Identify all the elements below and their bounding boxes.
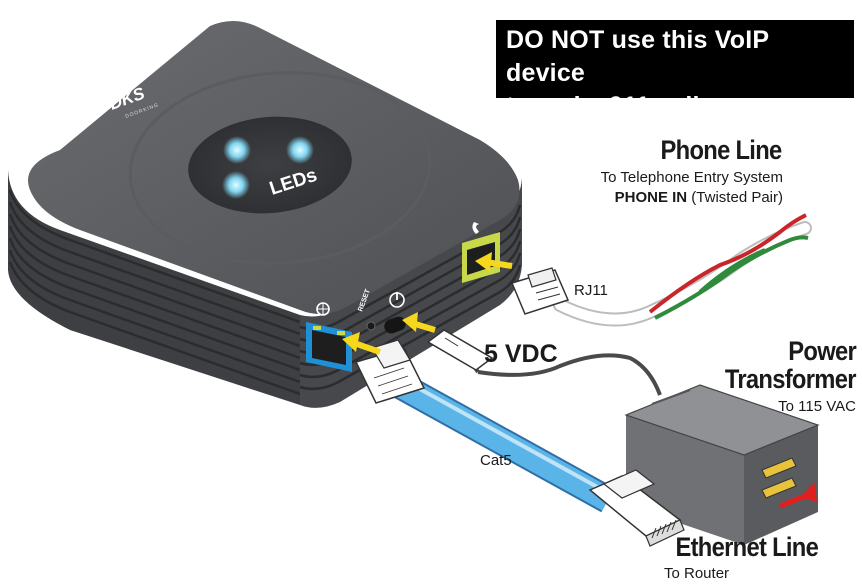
reset-button <box>366 321 376 331</box>
power-led-icon <box>223 136 251 164</box>
phone-wire <box>553 213 812 327</box>
ethernet-port-arrow <box>342 332 381 355</box>
phone-in-rest: (Twisted Pair) <box>687 189 783 206</box>
warning-banner: DO NOT use this VoIP device to make 911 … <box>496 20 854 120</box>
warning-line-2: to make 911 calls. <box>506 92 721 120</box>
power-plug-barrel <box>426 329 494 371</box>
rj45-plug-router <box>588 469 685 547</box>
phone-in-label: PHONE IN (Twisted Pair) <box>615 189 783 206</box>
power-subtitle: To 115 VAC <box>778 398 856 415</box>
power-label: Power <box>788 336 856 366</box>
phone-in-bold: PHONE IN <box>614 189 688 206</box>
rj11-plug <box>510 267 570 315</box>
power-jack <box>384 316 406 334</box>
rj45-plug-device <box>354 339 426 404</box>
rj11-label: RJ11 <box>574 282 608 299</box>
phone-line-title: Phone Line <box>660 135 783 165</box>
device-left-side <box>8 170 300 405</box>
warning-line-1: DO NOT use this VoIP device <box>506 26 769 87</box>
phone-icon <box>472 222 479 234</box>
phone-led-icon <box>222 171 250 199</box>
power-jack-arrow <box>402 312 436 333</box>
vdc-label: 5 VDC <box>484 340 558 368</box>
device-fins <box>8 189 301 396</box>
transformer-label: Transformer <box>725 364 857 394</box>
ethernet-subtitle: To Router <box>664 565 730 582</box>
cat5-label: Cat5 <box>480 452 512 469</box>
ethernet-line-title: Ethernet Line <box>675 532 818 562</box>
cat5-cable <box>391 371 615 513</box>
phone-port-arrow <box>475 252 513 272</box>
voip-device: LEDs DKS DOORKING RESET <box>8 20 522 408</box>
network-led-icon <box>286 136 314 164</box>
phone-line-subtitle: To Telephone Entry System <box>600 169 783 186</box>
